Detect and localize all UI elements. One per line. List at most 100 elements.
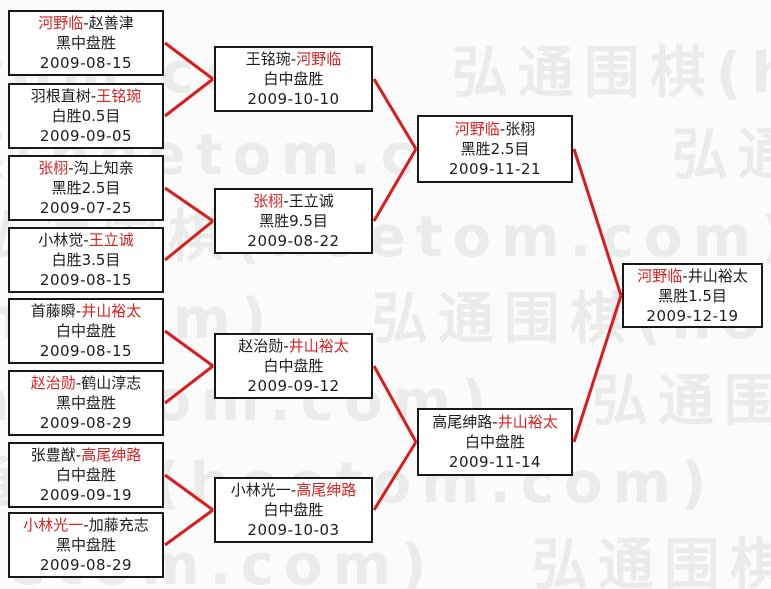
players-separator: - [83, 516, 89, 534]
connector-line [164, 329, 214, 368]
winner-name: 河野临 [637, 266, 683, 285]
winner-name: 河野临 [454, 120, 500, 138]
match-players: 赵治勋-井山裕太 [238, 336, 348, 356]
player-name: 赵治勋 [238, 337, 284, 355]
connector-line [372, 148, 418, 222]
match-result: 黑中盘胜 [55, 536, 116, 554]
match-date: 2009-11-14 [448, 453, 542, 471]
players-separator: - [492, 413, 498, 431]
winner-name: 井山裕太 [81, 302, 142, 320]
connector-line [164, 41, 214, 81]
player-name: 小林光一 [230, 481, 291, 499]
match-date: 2009-09-05 [39, 127, 133, 145]
match-players: 河野临-井山裕太 [637, 266, 747, 286]
winner-name: 张栩 [253, 192, 284, 210]
winner-name: 高尾绅路 [296, 481, 357, 499]
match-players: 小林光一-高尾绅路 [231, 480, 356, 500]
winner-name: 高尾绅路 [81, 446, 142, 464]
players-separator: - [75, 446, 82, 464]
match-date: 2009-12-19 [646, 306, 739, 325]
match-date: 2009-10-03 [247, 521, 340, 539]
match-players: 王铭琬-河野临 [246, 49, 341, 69]
match-result: 黑胜2.5目 [51, 179, 121, 197]
players-separator: - [75, 374, 82, 392]
match-players: 首藤瞬-井山裕太 [31, 301, 141, 321]
players-separator: - [283, 337, 289, 355]
winner-name: 小林光一 [23, 516, 84, 534]
players-separator: - [283, 192, 289, 210]
match-date: 2009-11-21 [448, 160, 542, 178]
match-date: 2009-08-29 [39, 414, 133, 432]
connector-line [164, 186, 214, 223]
players-separator: - [682, 266, 688, 285]
players-separator: - [90, 87, 97, 105]
player-name: 赵善津 [88, 14, 134, 32]
winner-name: 井山裕太 [288, 337, 349, 355]
match-result: 白中盘胜 [55, 466, 116, 484]
player-name: 高尾绅路 [432, 413, 493, 431]
match-box-second-round-1: 王铭琬-河野临白中盘胜 2009-10-10 [214, 46, 373, 112]
match-result: 黑胜9.5目 [259, 212, 328, 230]
winner-name: 张栩 [38, 159, 69, 177]
match-result: 白中盘胜 [263, 70, 324, 88]
match-date: 2009-08-15 [39, 342, 133, 360]
winner-name: 井山裕太 [497, 413, 558, 431]
match-box-second-round-4: 小林光一-高尾绅路白中盘胜 2009-10-03 [214, 477, 373, 543]
match-result: 白中盘胜 [464, 433, 525, 451]
match-players: 张豊猷-高尾绅路 [31, 445, 141, 465]
player-name: 王立诚 [288, 192, 334, 210]
match-date: 2009-08-15 [39, 54, 133, 72]
match-result: 白胜3.5目 [51, 251, 121, 269]
players-separator: - [83, 14, 89, 32]
connector-line [164, 508, 214, 547]
player-name: 王铭琬 [245, 50, 291, 68]
winner-name: 河野临 [296, 50, 342, 68]
winner-name: 赵治勋 [30, 374, 76, 392]
match-players: 羽根直树-王铭琬 [31, 86, 141, 106]
players-separator: - [75, 302, 82, 320]
player-name: 小林觉 [38, 231, 84, 249]
match-box-first-round-3: 张栩-沟上知亲黑胜2.5目 2009-07-25 [8, 155, 164, 221]
match-players: 高尾绅路-井山裕太 [432, 412, 557, 432]
match-players: 张栩-沟上知亲 [38, 158, 133, 178]
match-date: 2009-09-19 [39, 486, 133, 504]
player-name: 首藤瞬 [30, 302, 76, 320]
match-players: 赵治勋-鹤山淳志 [31, 373, 141, 393]
winner-name: 王铭琬 [96, 87, 142, 105]
player-name: 羽根直树 [30, 87, 91, 105]
match-players: 河野临-张栩 [455, 119, 535, 139]
match-result: 白胜0.5目 [51, 107, 121, 125]
match-date: 2009-07-25 [39, 199, 133, 217]
match-result: 白中盘胜 [263, 501, 324, 519]
match-players: 小林觉-王立诚 [38, 230, 133, 250]
winner-name: 王立诚 [88, 231, 134, 249]
player-name: 沟上知亲 [73, 159, 134, 177]
connector-line [164, 77, 214, 118]
connector-line [164, 364, 214, 405]
player-name: 鹤山淳志 [81, 374, 142, 392]
match-players: 河野临-赵善津 [38, 13, 133, 33]
connector-line [572, 295, 623, 443]
match-date: 2009-10-10 [247, 90, 340, 108]
player-name: 张豊猷 [30, 446, 76, 464]
connector-line [572, 148, 623, 296]
match-date: 2009-08-29 [39, 556, 133, 574]
match-date: 2009-09-12 [247, 377, 340, 395]
connector-line [164, 473, 214, 512]
player-name: 张栩 [505, 120, 536, 138]
connector-line [164, 219, 214, 262]
connector-line [372, 441, 418, 511]
match-result: 白中盘胜 [55, 322, 116, 340]
